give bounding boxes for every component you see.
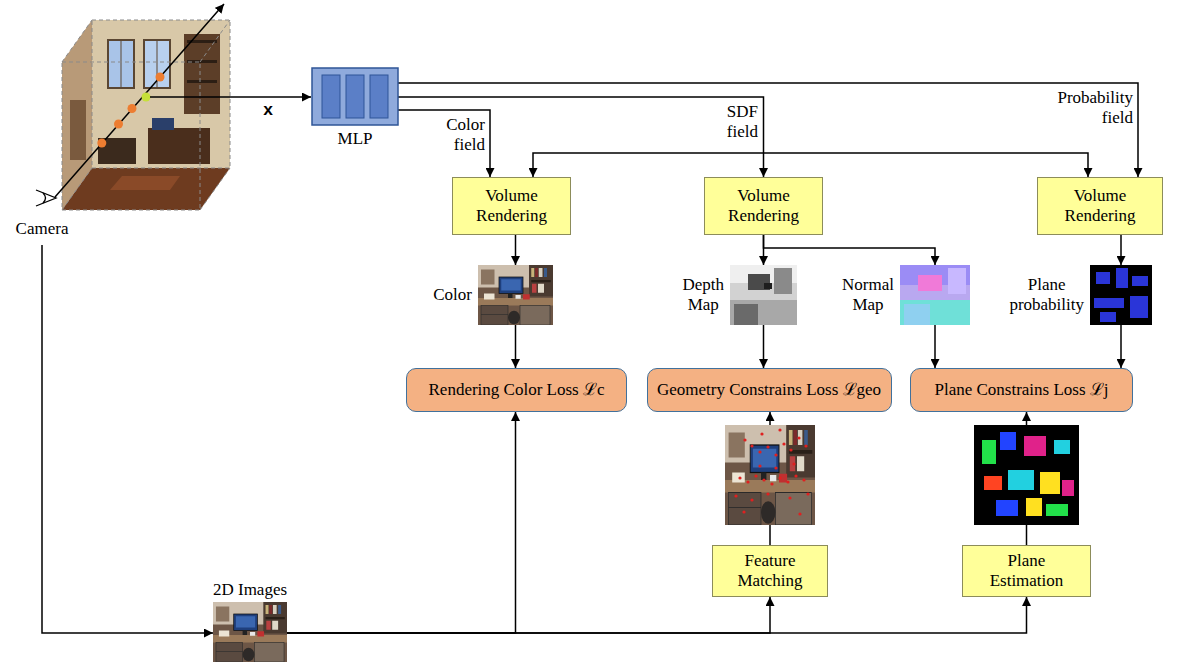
box-text: Rendering Color Loss ℒc [429,380,605,400]
feature-match-image [725,425,815,525]
mlp-block [312,68,398,125]
arrow-connector [764,235,936,265]
arrow-connector [398,97,764,177]
arrow-connector [1120,235,1122,265]
arrow-connector [934,325,936,368]
input-variable: x [263,101,273,120]
arrow-connector [1120,325,1122,368]
arrow-connector [398,110,490,177]
arrow-connector [1026,412,1028,545]
box-text: Geometry Constrains Loss ℒgeo [657,380,881,400]
field-label: SDF field [727,102,758,141]
arrow-connector [533,153,1088,177]
box-text: Plane Estimation [969,551,1084,590]
box-text: Plane Constrains Loss ℒj [934,380,1108,400]
arrow-connector [763,235,765,265]
scene-illustration [55,4,311,210]
image-label: Color [433,285,472,305]
input-image [213,602,287,662]
image-thumbnail: Depth Map [730,265,797,325]
field-label: Color field [446,115,485,154]
arrow-connector [769,412,771,545]
loss-box: Plane Constrains Loss ℒj [910,368,1133,412]
arrow-connector [515,325,517,368]
depth-image [730,265,797,325]
loss-box: Geometry Constrains Loss ℒgeo [647,368,892,412]
image-label: Depth Map [682,275,724,314]
arrow-connector [287,412,516,633]
process-box: Feature Matching [712,545,828,597]
camera-icon [36,190,56,206]
image-label: Plane probability [1009,275,1084,314]
process-box: Volume Rendering [704,177,823,235]
color-image [478,265,553,325]
image-thumbnail: Normal Map [900,265,970,325]
arrow-connector [287,597,1027,633]
box-text: Volume Rendering [459,186,564,225]
plane-segmentation-image [974,425,1079,525]
box-text: Volume Rendering [711,186,816,225]
image-label: MLP [338,129,373,149]
field-label: Probability field [1057,88,1133,127]
process-box: Volume Rendering [1037,177,1163,235]
normal-image [900,265,970,325]
plane-probability-image [1090,265,1152,325]
box-text: Feature Matching [719,551,821,590]
image-thumbnail: 2D Images [213,602,287,662]
process-box: Plane Estimation [962,545,1091,597]
arrow-connector [515,235,517,265]
image-label: Normal Map [842,275,894,314]
image-label: 2D Images [213,580,287,600]
camera-label: Camera [4,213,80,245]
box-text: Camera [16,219,69,239]
arrow-connector [398,83,1138,177]
process-box: Volume Rendering [452,177,571,235]
image-thumbnail: Color [478,265,553,325]
loss-box: Rendering Color Loss ℒc [406,368,627,412]
arrow-connector [287,597,770,633]
mlp-block: MLP [312,68,398,125]
image-thumbnail: Plane probability [1090,265,1152,325]
box-text: Volume Rendering [1044,186,1156,225]
arrow-connector [763,325,765,368]
arrow-connector [42,245,213,633]
